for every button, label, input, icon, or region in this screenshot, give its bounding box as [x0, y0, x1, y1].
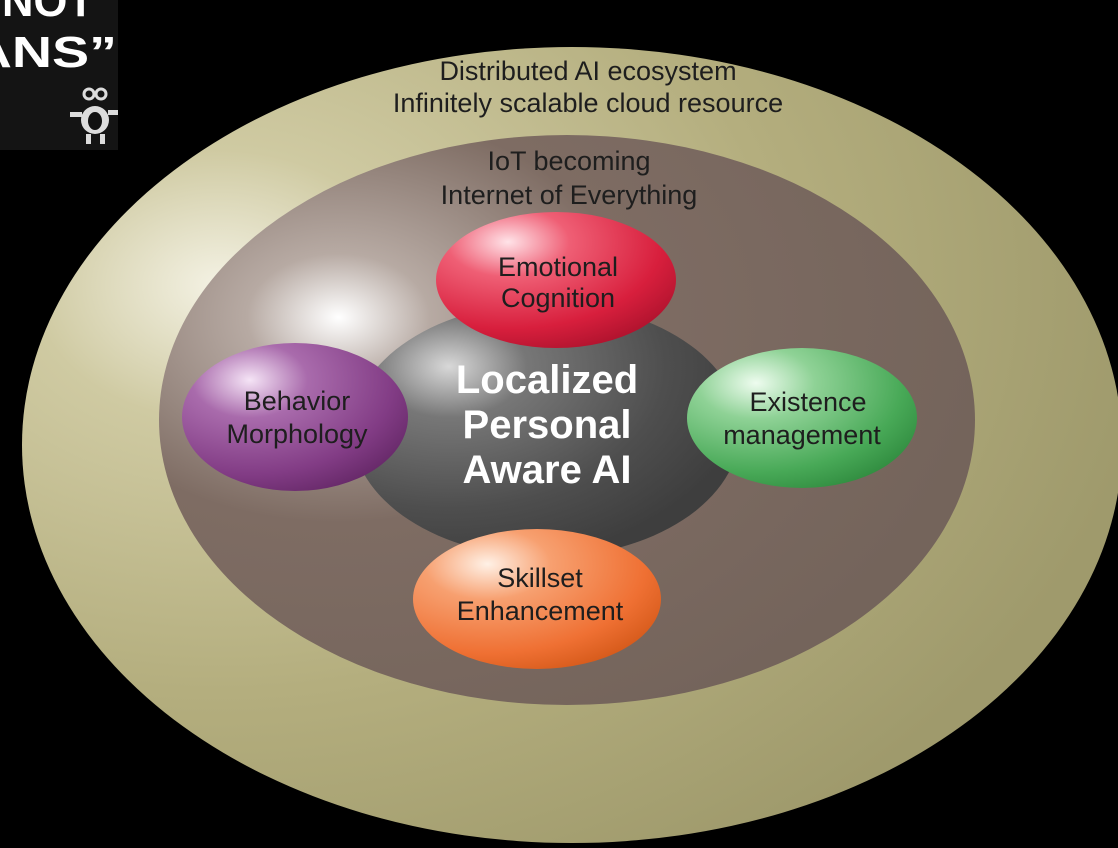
existence-label-line1: Existence [749, 387, 866, 417]
skillset-label-line2: Enhancement [457, 596, 624, 626]
outer-ring-label-line2: Infinitely scalable cloud resource [393, 88, 783, 118]
logo-text-line1: NOT [2, 0, 94, 26]
emotional-label-line1: Emotional [498, 252, 618, 282]
node-existence-management [687, 348, 917, 488]
node-emotional-cognition [436, 212, 676, 348]
emotional-label-line2: Cognition [501, 283, 615, 313]
center-label-line3: Aware AI [463, 448, 632, 492]
behavior-label-line2: Morphology [226, 419, 368, 449]
center-label-line2: Personal [463, 403, 632, 447]
skillset-label-line1: Skillset [497, 563, 583, 593]
logo-text-line2: HUMANS” [0, 28, 117, 77]
robot-mascot-icon [70, 87, 118, 144]
existence-label-line2: management [723, 420, 881, 450]
middle-ring-label-line1: IoT becoming [487, 146, 650, 176]
node-skillset-enhancement [413, 529, 661, 669]
center-localized-ai [352, 303, 740, 557]
middle-ring-label-line2: Internet of Everything [441, 180, 698, 210]
behavior-label-line1: Behavior [244, 386, 351, 416]
node-behavior-morphology [182, 343, 408, 491]
logo: NOT HUMANS” [0, 0, 118, 150]
outer-ring-label-line1: Distributed AI ecosystem [439, 56, 736, 86]
center-label-line1: Localized [456, 358, 638, 402]
